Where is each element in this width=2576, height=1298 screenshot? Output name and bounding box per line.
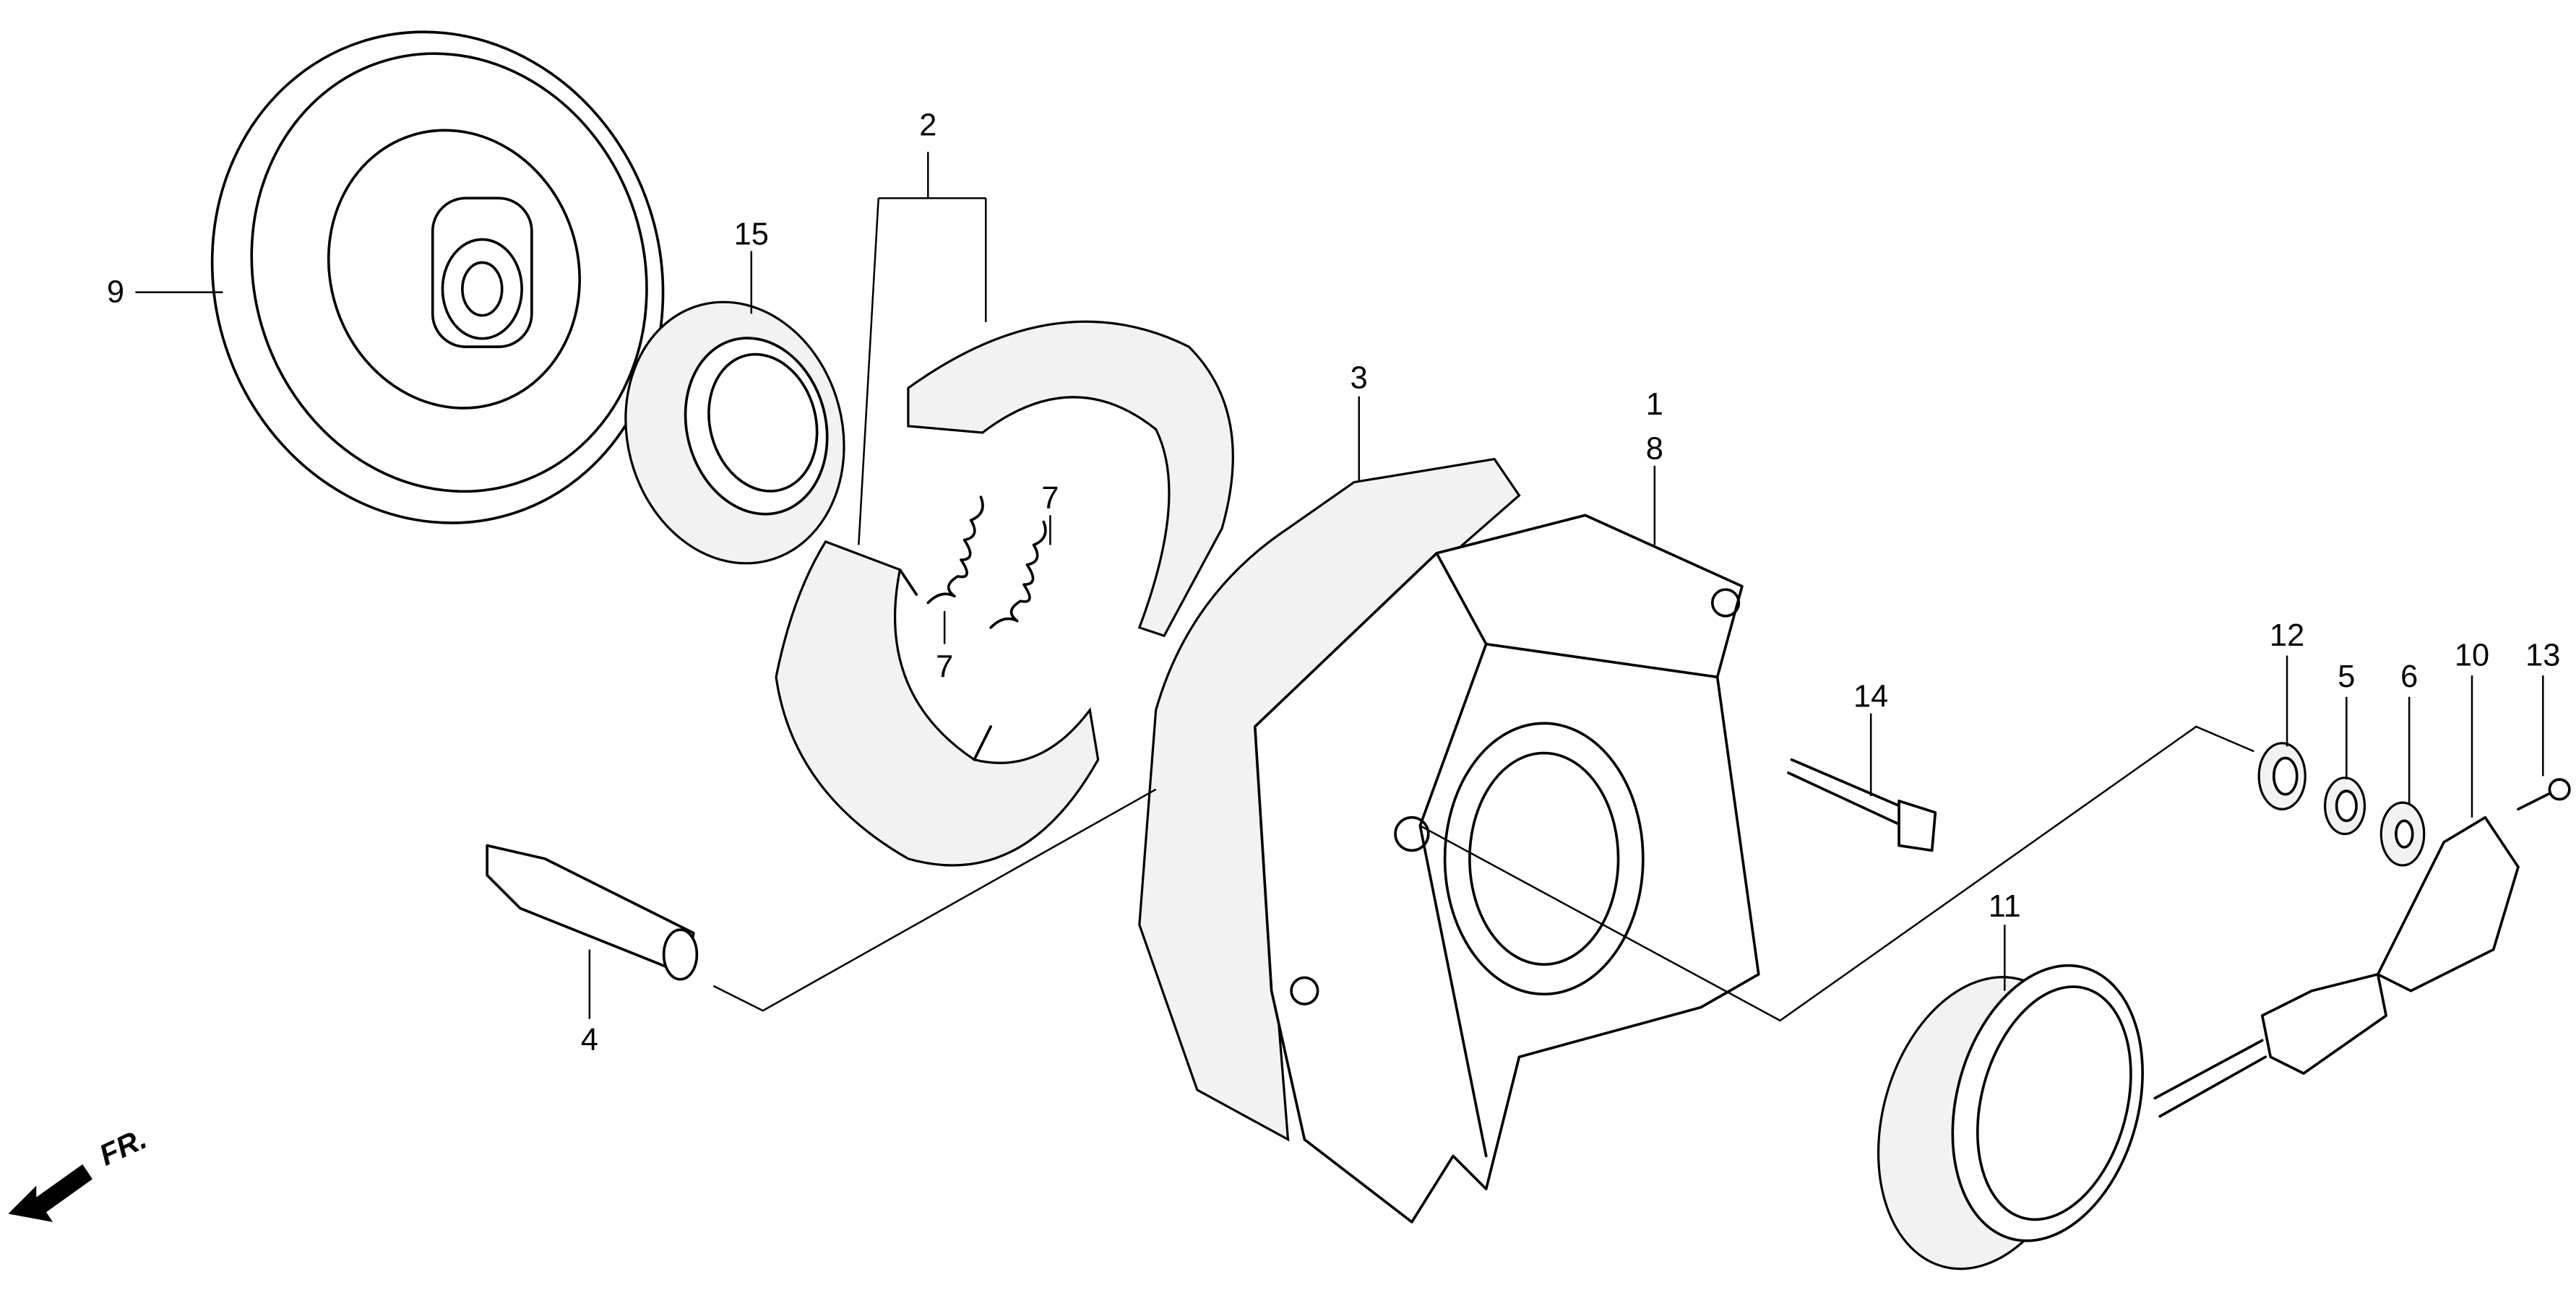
bearing-part-15[interactable]	[597, 277, 873, 588]
callout-2: 2	[919, 108, 936, 142]
o-ring-part-5[interactable]	[2324, 776, 2366, 836]
brake-panel-housing-part-1[interactable]	[1253, 514, 1760, 1224]
bolt-part-13[interactable]	[2517, 778, 2571, 811]
callout-6: 6	[2400, 659, 2418, 694]
callout-7-upper: 7	[1041, 481, 1059, 516]
callout-12: 12	[2270, 618, 2304, 653]
callout-5: 5	[2338, 659, 2355, 694]
spring-part-7-upper[interactable]	[989, 520, 1047, 629]
callout-3: 3	[1351, 360, 1368, 395]
leader-lines	[135, 251, 2544, 1019]
callout-10: 10	[2455, 638, 2489, 672]
reference-lines	[712, 152, 2254, 1022]
callout-7-lower: 7	[936, 649, 953, 684]
dust-seal-part-12[interactable]	[2257, 742, 2306, 810]
front-direction-indicator: FR.	[8, 1122, 152, 1222]
callout-4: 4	[581, 1023, 598, 1057]
seal-part-11[interactable]	[1848, 944, 2172, 1292]
bolt-part-14[interactable]	[1787, 758, 1937, 852]
brake-arm-part-10[interactable]	[2153, 815, 2520, 1118]
callout-13: 13	[2525, 638, 2560, 672]
callout-8: 8	[1646, 432, 1663, 467]
brake-shoes-part-2[interactable]	[775, 320, 1234, 867]
washer-part-6[interactable]	[2379, 801, 2426, 867]
gasket-part-3[interactable]	[1138, 457, 1521, 1142]
spring-part-7-lower[interactable]	[926, 496, 984, 605]
brake-cam-shaft-part-4[interactable]	[486, 844, 699, 981]
callout-11: 11	[1989, 889, 2021, 924]
brake-drum-part-9[interactable]	[149, 0, 726, 582]
callout-9: 9	[107, 274, 124, 309]
front-label: FR.	[94, 1122, 151, 1172]
callout-14: 14	[1853, 680, 1888, 714]
callout-1: 1	[1646, 387, 1663, 422]
arrow-left-icon	[8, 1164, 92, 1222]
callout-15: 15	[734, 217, 769, 251]
